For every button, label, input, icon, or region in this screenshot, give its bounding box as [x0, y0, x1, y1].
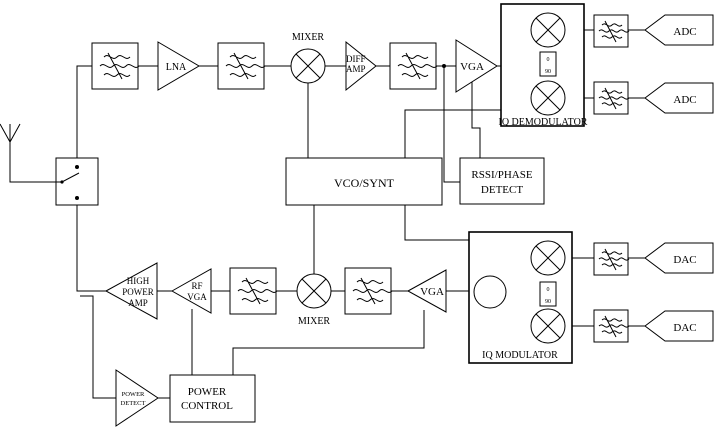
iq-modulator: 0 90 IQ MODULATOR	[468, 231, 573, 364]
rf-vga-label-1: RF	[191, 281, 202, 291]
mixer-icon	[530, 240, 566, 276]
power-control: POWER CONTROL	[169, 374, 256, 423]
filter-icon	[593, 242, 630, 276]
filter-icon	[593, 309, 630, 343]
tx-mixer-label: MIXER	[298, 316, 331, 327]
tx-phase-0-label: 0	[547, 287, 550, 293]
rssi-label-1: RSSI/PHASE	[471, 169, 532, 181]
dac-i: DAC	[644, 242, 714, 274]
mixer-icon	[530, 12, 566, 48]
dac-q: DAC	[644, 310, 714, 342]
iq-demodulator: 0 90 IQ DEMODULATOR	[499, 3, 588, 128]
adc-i: ADC	[644, 14, 714, 46]
phase-shifter: 0 90	[539, 51, 557, 77]
adc-i-label: ADC	[673, 26, 696, 38]
tx-vga-label: VGA	[420, 286, 444, 298]
lna-amplifier: LNA	[157, 41, 200, 91]
phase-90-label: 90	[545, 69, 551, 75]
tx-rx-switch	[55, 157, 99, 206]
mixer-icon	[530, 308, 566, 344]
filter-icon	[217, 42, 266, 90]
filter-icon	[389, 42, 438, 90]
hpa-label-3: AMP	[128, 298, 148, 308]
vco-synt-label: VCO/SYNT	[334, 176, 395, 190]
diff-amplifier: DIFF AMP	[345, 40, 377, 92]
dac-q-label: DAC	[673, 322, 696, 334]
diff-amp-label-2: AMP	[346, 64, 366, 74]
antenna-icon	[0, 123, 21, 143]
filter-icon	[344, 267, 393, 315]
rx-vga-label: VGA	[460, 61, 484, 73]
adc-q: ADC	[644, 82, 714, 114]
iq-modulator-label: IQ MODULATOR	[482, 350, 558, 361]
lna-label: LNA	[166, 62, 187, 73]
filter-icon	[593, 81, 630, 115]
adc-q-label: ADC	[673, 94, 696, 106]
rf-vga-label-2: VGA	[187, 292, 207, 302]
power-control-label-1: POWER	[188, 386, 227, 398]
hpa-label-1: HIGH	[127, 276, 150, 286]
junction-dot	[442, 64, 446, 68]
rssi-phase-detect: RSSI/PHASE DETECT	[459, 157, 545, 205]
rx-mixer-label: MIXER	[292, 32, 325, 43]
tx-vga-amplifier: VGA	[406, 269, 447, 313]
rssi-label-2: DETECT	[481, 184, 523, 196]
filter-icon	[91, 42, 140, 90]
diff-amp-label-1: DIFF	[346, 54, 366, 64]
iq-demodulator-label: IQ DEMODULATOR	[499, 117, 588, 128]
power-detector: POWER DETECT	[115, 369, 159, 427]
rx-mixer: MIXER	[290, 32, 326, 84]
power-detect-label-1: POWER	[122, 391, 145, 398]
high-power-amplifier: HIGH POWER AMP	[104, 262, 158, 320]
tx-phase-90-label: 90	[545, 299, 551, 305]
power-control-label-2: CONTROL	[181, 400, 233, 412]
power-detect-label-2: DETECT	[121, 400, 146, 407]
filter-icon	[593, 14, 630, 48]
rf-vga-amplifier: RF VGA	[170, 268, 212, 314]
oscillator-icon	[473, 275, 507, 309]
mixer-icon	[530, 80, 566, 116]
phase-0-label: 0	[547, 57, 550, 63]
filter-icon	[229, 267, 278, 315]
tx-phase-shifter: 0 90	[539, 281, 557, 307]
vco-synthesizer: VCO/SYNT	[285, 157, 443, 206]
hpa-label-2: POWER	[122, 287, 154, 297]
dac-i-label: DAC	[673, 254, 696, 266]
rx-vga-amplifier: VGA	[455, 39, 498, 93]
filters	[91, 14, 630, 343]
tx-mixer: MIXER	[296, 273, 332, 327]
